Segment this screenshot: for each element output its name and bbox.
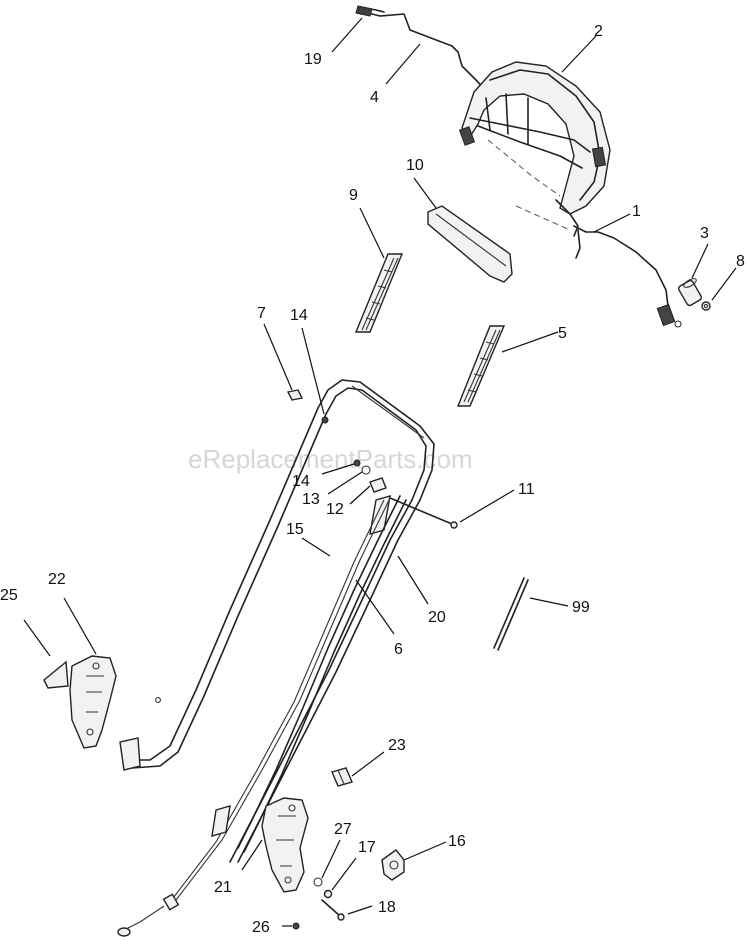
callout-20: 20 (428, 609, 446, 626)
callout-99: 99 (572, 599, 590, 616)
callout-27: 27 (334, 821, 352, 838)
part-23-block (331, 767, 353, 787)
leader-lines (23, 17, 737, 927)
part-12-bracket (369, 477, 387, 493)
callout-19: 19 (304, 51, 322, 68)
callout-23: 23 (388, 737, 406, 754)
part-1-control-cable (573, 225, 682, 328)
callout-17: 17 (358, 839, 376, 856)
part-10-grip-pad (427, 205, 513, 283)
callout-8: 8 (736, 253, 745, 270)
callout-11: 11 (518, 481, 535, 498)
part-20-lower-handle (211, 495, 407, 853)
part-25-decal (43, 660, 69, 689)
callout-3: 3 (700, 225, 709, 242)
callout-labels: 19 2 4 10 9 1 3 8 7 14 5 14 13 12 11 15 … (0, 23, 745, 936)
part-16-knob (381, 849, 405, 881)
part-13-washer (361, 465, 371, 475)
callout-22: 22 (48, 571, 66, 588)
part-3-cable-adjuster (677, 278, 703, 307)
part-14-screw-upper (321, 416, 329, 424)
callout-4: 4 (370, 89, 379, 106)
part-15-upper-handle (119, 379, 435, 863)
callout-7: 7 (257, 305, 266, 322)
part-18-bolt (321, 899, 345, 921)
callout-12: 12 (326, 501, 344, 518)
callout-2: 2 (594, 23, 603, 40)
part-2-handle-grip (458, 61, 611, 237)
callout-15: 15 (286, 521, 304, 538)
callout-21: 21 (214, 879, 232, 896)
callout-6: 6 (394, 641, 403, 658)
part-14-screw-lower (353, 459, 361, 467)
callout-13: 13 (302, 491, 320, 508)
callout-5: 5 (558, 325, 567, 342)
part-11-bolt (389, 497, 458, 529)
part-9-bail-rail (354, 253, 404, 333)
watermark-text: eReplacementParts.com (188, 444, 473, 474)
part-8-nut (701, 301, 711, 311)
part-99-rod (493, 577, 529, 651)
callout-18: 18 (378, 899, 396, 916)
callout-10: 10 (406, 157, 424, 174)
part-5-bail-rail (456, 325, 506, 407)
part-4-crank-rod (361, 7, 487, 93)
part-19-spring (355, 5, 373, 17)
alignment-line (487, 139, 561, 197)
callout-26: 26 (252, 919, 270, 936)
callout-14-lower: 14 (292, 473, 310, 490)
part-27-washer (313, 877, 323, 887)
part-22-left-bracket (69, 655, 117, 749)
callout-25: 25 (0, 587, 18, 604)
part-21-right-bracket (261, 797, 309, 893)
callout-14-upper: 14 (290, 307, 308, 324)
callout-9: 9 (349, 187, 358, 204)
part-26-nut (292, 922, 300, 930)
callout-16: 16 (448, 833, 466, 850)
part-6-cable-wire (117, 497, 391, 937)
callout-1: 1 (632, 203, 641, 220)
part-17-spacer (323, 889, 333, 899)
part-7-clip (286, 389, 304, 401)
